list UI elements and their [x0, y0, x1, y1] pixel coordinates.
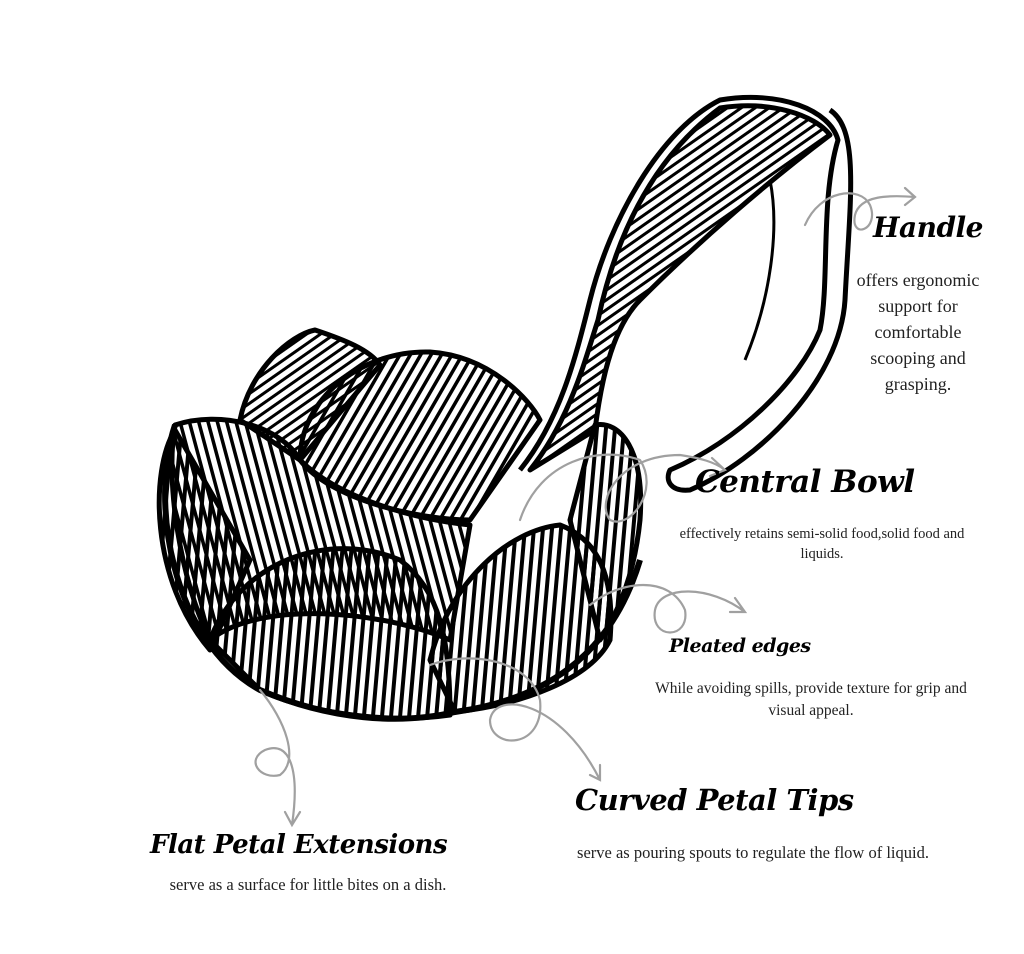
label-curved-petal-tips-title: Curved Petal Tips	[575, 783, 854, 817]
handle-hatch	[527, 103, 833, 473]
arrow-curved-petal-tips	[428, 657, 602, 782]
label-flat-petal-extensions-description: serve as a surface for little bites on a…	[118, 874, 498, 896]
arrow-flat-petal-extensions	[254, 688, 302, 828]
text-line: support for	[878, 296, 958, 316]
text-line: serve as pouring spouts to regulate the …	[577, 843, 929, 862]
label-pleated-edges-description: While avoiding spills, provide texture f…	[630, 678, 992, 722]
text-line: effectively retains semi-solid food,soli…	[679, 526, 965, 542]
bowl-outline	[162, 424, 643, 722]
label-central-bowl-title: Central Bowl	[695, 464, 915, 500]
arrow-central-bowl	[518, 453, 728, 523]
label-curved-petal-tips-description: serve as pouring spouts to regulate the …	[523, 842, 983, 864]
text-line: While avoiding spills, provide texture f…	[655, 680, 967, 697]
handle-body	[518, 94, 854, 493]
label-handle-title: Handle	[873, 211, 983, 244]
back-petal	[237, 327, 383, 463]
arrow-handle	[803, 186, 917, 231]
text-line: serve as a surface for little bites on a…	[169, 875, 447, 894]
label-handle-description: offers ergonomic support for comfortable…	[828, 267, 1008, 397]
text-line: liquids.	[800, 546, 844, 562]
label-central-bowl-description: effectively retains semi-solid food,soli…	[652, 524, 992, 564]
arrow-pleated-edges	[588, 583, 748, 634]
text-line: visual appeal.	[768, 702, 854, 719]
label-flat-petal-extensions-title: Flat Petal Extensions	[150, 830, 448, 860]
text-line: scooping and	[870, 348, 966, 368]
front-right-petal	[427, 522, 614, 715]
text-line: grasping.	[884, 374, 952, 394]
text-line: offers ergonomic	[856, 270, 980, 290]
label-pleated-edges-title: Pleated edges	[669, 635, 811, 657]
text-line: comfortable	[874, 322, 962, 342]
